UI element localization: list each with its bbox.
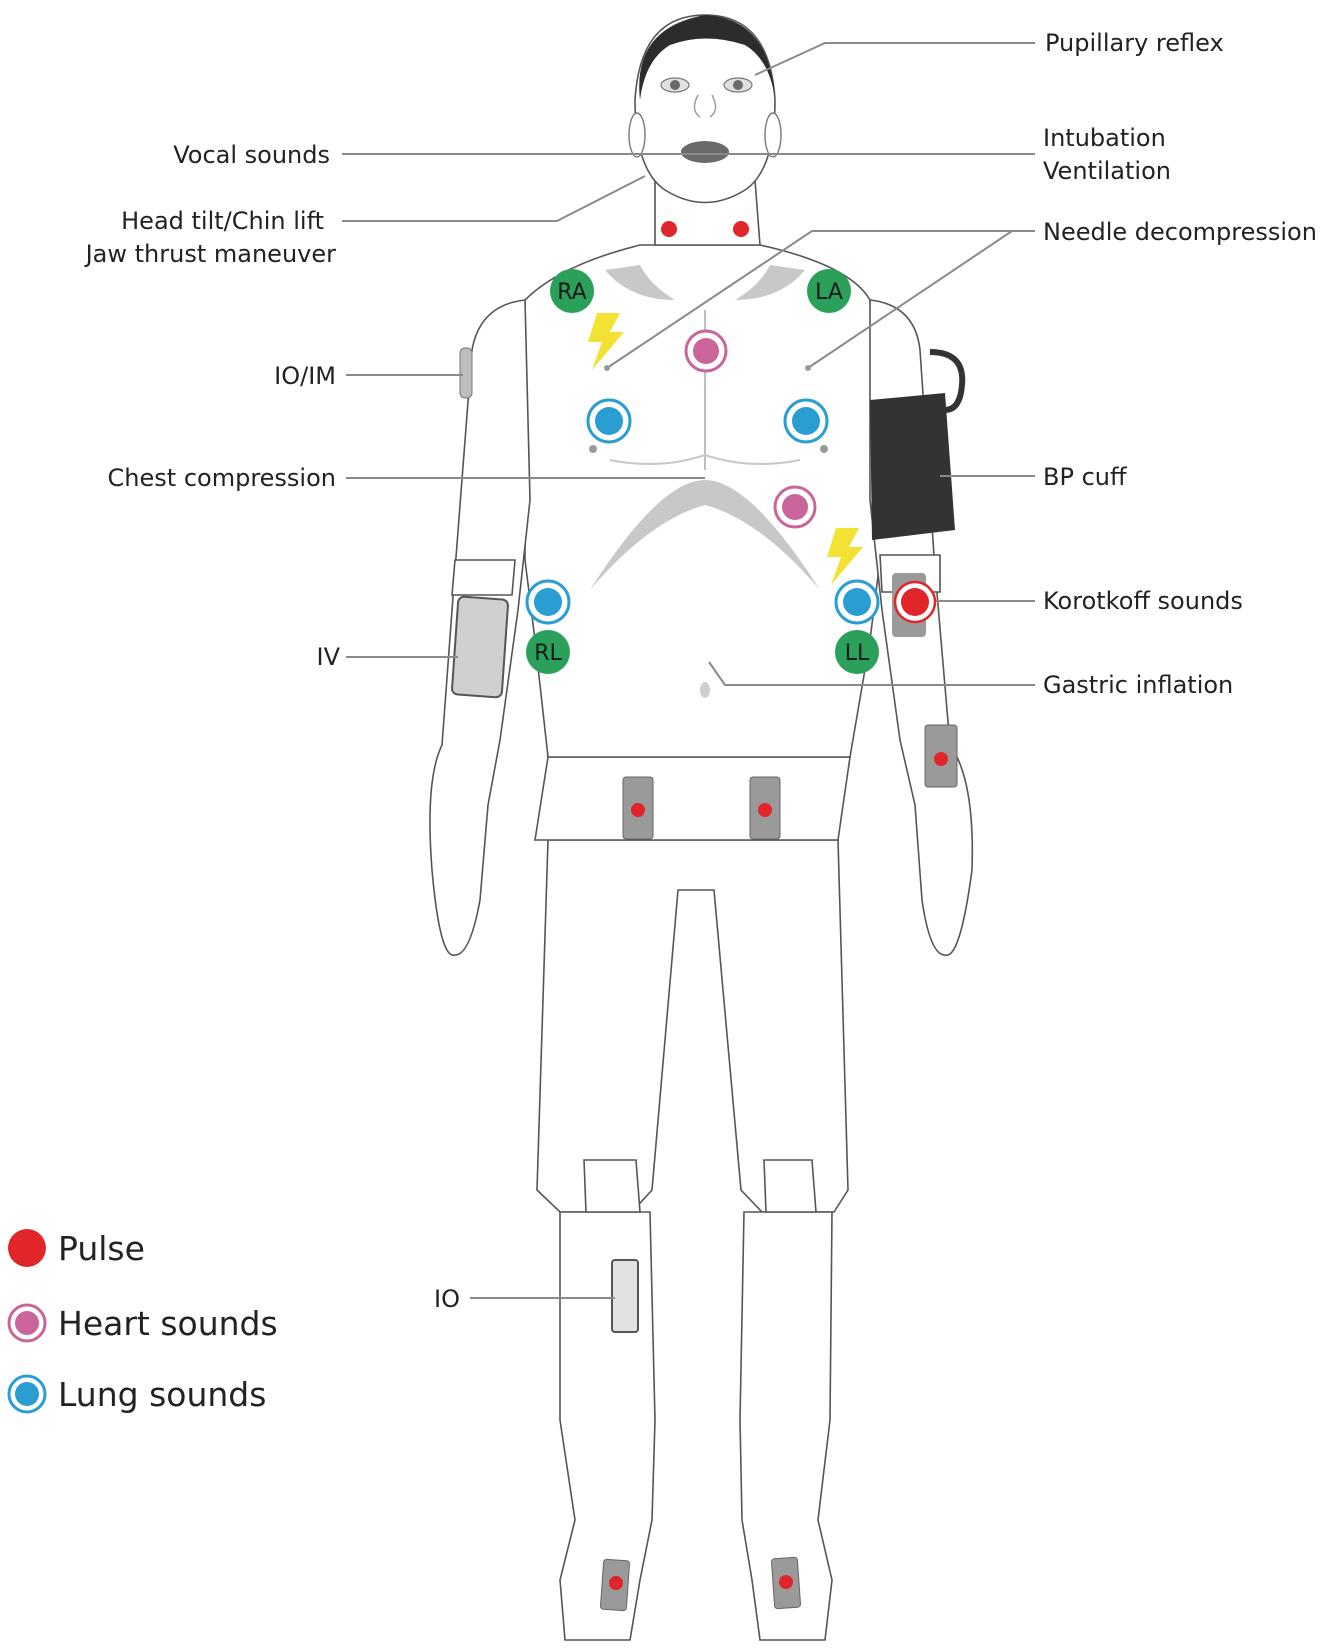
label-chest-compression: Chest compression — [108, 464, 336, 492]
pulse-dot-icon — [631, 803, 645, 817]
legend-label: Lung sounds — [58, 1375, 266, 1414]
pulse-dot-icon — [8, 1229, 46, 1267]
legend-item-pulse: Pulse — [8, 1229, 145, 1268]
ecg-lead-label: LA — [815, 280, 843, 305]
pulse-dot-icon — [779, 1575, 793, 1589]
label-io-im: IO/IM — [274, 362, 336, 390]
iv-pad — [452, 596, 509, 697]
ecg-lead-label: LL — [845, 641, 870, 666]
legend-item-lung-sounds: Lung sounds — [9, 1375, 266, 1414]
ecg-electrode-la: LA — [807, 269, 851, 313]
bp-cuff — [870, 393, 955, 540]
label-head-tilt: Head tilt/Chin lift — [121, 207, 324, 235]
label-pupillary-reflex: Pupillary reflex — [1045, 29, 1224, 57]
ecg-lead-label: RA — [557, 280, 586, 305]
ecg-electrode-ll: LL — [835, 630, 879, 674]
pulse-dot-icon — [661, 221, 677, 237]
label-ventilation: Ventilation — [1043, 157, 1171, 185]
io-im-pad — [460, 348, 472, 398]
pulse-dot-icon — [758, 803, 772, 817]
label-gastric-inflation: Gastric inflation — [1043, 671, 1233, 699]
manikin-body — [430, 15, 972, 1640]
ecg-electrode-ra: RA — [550, 269, 594, 313]
label-korotkoff-sounds: Korotkoff sounds — [1043, 587, 1243, 615]
ecg-lead-label: RL — [534, 641, 562, 666]
label-needle-decompression: Needle decompression — [1043, 218, 1317, 246]
label-intubation: Intubation — [1043, 124, 1166, 152]
legend-label: Pulse — [58, 1229, 145, 1268]
io-leg-pad — [612, 1260, 638, 1332]
label-jaw-thrust: Jaw thrust maneuver — [84, 240, 337, 268]
label-vocal-sounds: Vocal sounds — [173, 141, 330, 169]
pulse-dot-icon — [901, 588, 929, 616]
legend-item-heart-sounds: Heart sounds — [9, 1304, 278, 1343]
label-bp-cuff: BP cuff — [1043, 463, 1127, 491]
pulse-dot-icon — [934, 752, 948, 766]
legend-label: Heart sounds — [58, 1304, 278, 1343]
ecg-electrode-rl: RL — [526, 630, 570, 674]
legend: Pulse Heart sounds Lung sounds — [8, 1229, 278, 1414]
label-io: IO — [434, 1285, 460, 1313]
label-iv: IV — [317, 643, 341, 671]
pulse-dot-icon — [733, 221, 749, 237]
pulse-dot-icon — [609, 1576, 623, 1590]
